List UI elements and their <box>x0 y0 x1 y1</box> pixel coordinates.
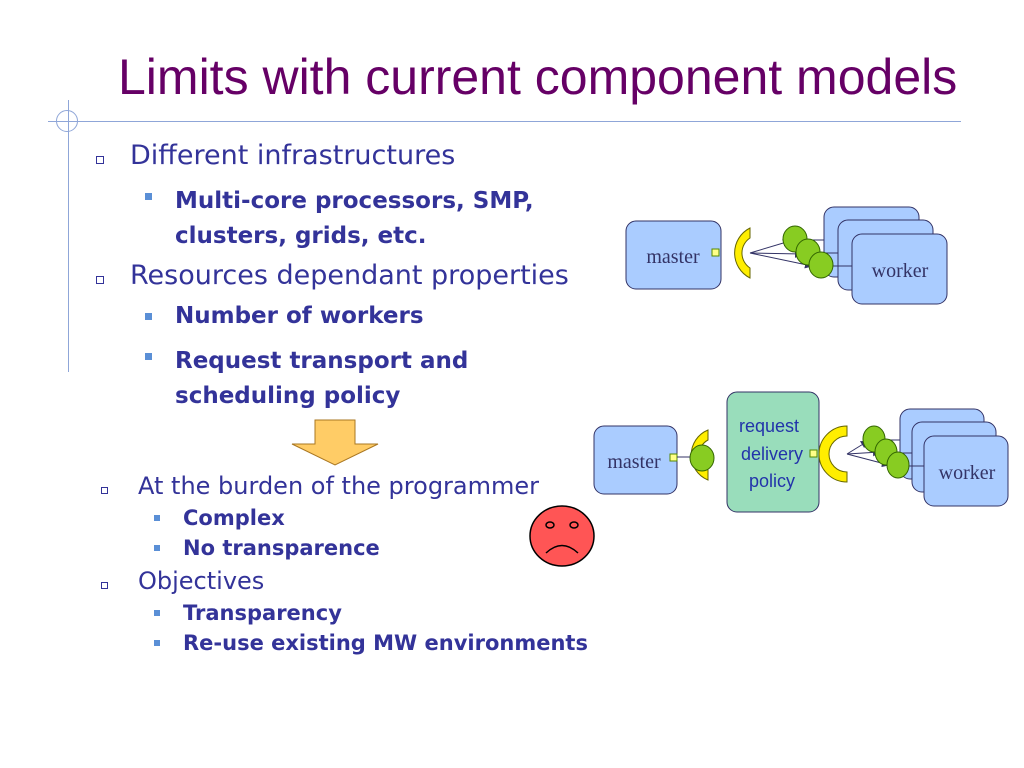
bottom-master-port <box>669 453 678 462</box>
sub-bullet-reuse-mw: Re-use existing MW environments <box>183 631 588 655</box>
bullet-square-icon <box>101 582 108 589</box>
policy-out-port <box>809 449 818 458</box>
bullet-square-icon <box>101 487 108 494</box>
top-worker-box-front <box>851 233 948 305</box>
sub-bullet-icon <box>145 353 152 360</box>
top-worker-label: worker <box>872 260 929 282</box>
top-worker-port-3 <box>808 251 834 279</box>
bottom-worker-port-3 <box>886 451 910 479</box>
sub-bullet-multicore-line1: Multi-core processors, SMP, <box>175 188 534 214</box>
top-master-label: master <box>646 246 700 268</box>
sub-bullet-icon <box>154 545 160 551</box>
bullet-square-icon <box>96 276 104 284</box>
top-collector-port <box>734 227 751 279</box>
bullet-square-icon <box>96 156 104 164</box>
bottom-master-label: master <box>607 451 661 473</box>
bullet-different-infrastructures: Different infrastructures <box>130 140 456 171</box>
sub-bullet-multicore: Multi-core processors, SMP, clusters, gr… <box>175 184 534 254</box>
sub-bullet-no-transparence: No transparence <box>183 536 380 560</box>
bottom-collector-port <box>818 425 848 483</box>
top-master-box <box>625 220 722 290</box>
sub-bullet-icon <box>145 193 152 200</box>
sub-bullet-request-transport-line1: Request transport and <box>175 348 469 374</box>
down-arrow-icon <box>291 419 379 466</box>
bottom-worker-box-front <box>923 435 1009 507</box>
sub-bullet-icon <box>145 313 152 320</box>
sub-bullet-icon <box>154 640 160 646</box>
bottom-worker-label: worker <box>939 462 996 484</box>
policy-label-line3: policy <box>749 471 795 491</box>
policy-label-line2: delivery <box>741 444 803 464</box>
page-title: Limits with current component models <box>118 49 958 105</box>
crosshair-ornament <box>56 110 78 132</box>
bullet-objectives: Objectives <box>138 567 265 595</box>
sub-bullet-icon <box>154 610 160 616</box>
bullet-resources-dependant: Resources dependant properties <box>130 260 569 291</box>
sub-bullet-request-transport-line2: scheduling policy <box>175 383 401 409</box>
title-divider <box>48 121 961 122</box>
sub-bullet-multicore-line2: clusters, grids, etc. <box>175 223 427 249</box>
bottom-policy-green-port <box>689 444 715 472</box>
left-divider <box>68 100 69 372</box>
bullet-burden-programmer: At the burden of the programmer <box>138 472 540 500</box>
sub-bullet-number-of-workers: Number of workers <box>175 303 424 329</box>
sub-bullet-complex: Complex <box>183 506 285 530</box>
policy-label-line1: request <box>739 416 799 436</box>
sad-face-icon <box>529 505 595 567</box>
sub-bullet-transparency: Transparency <box>183 601 342 625</box>
top-master-port <box>711 248 720 257</box>
sub-bullet-icon <box>154 515 160 521</box>
sub-bullet-request-transport: Request transport and scheduling policy <box>175 344 468 414</box>
